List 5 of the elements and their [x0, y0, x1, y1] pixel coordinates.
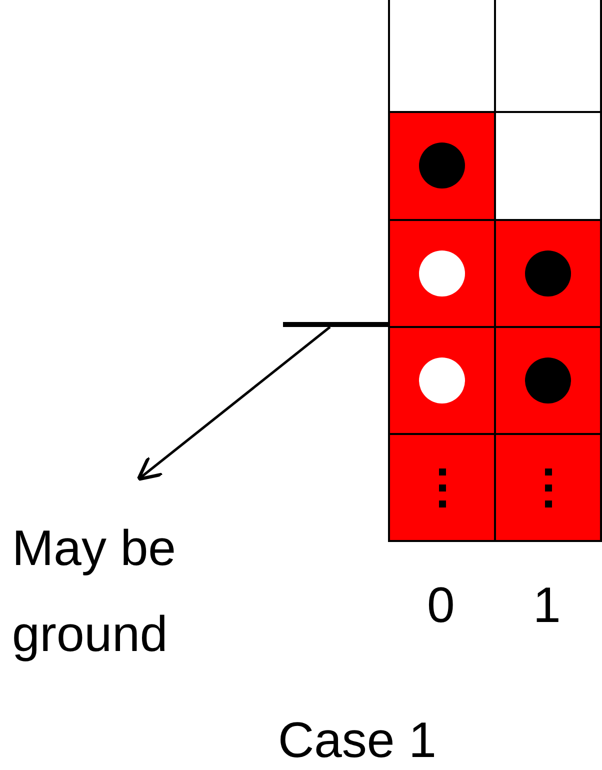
arrow — [136, 326, 331, 482]
column-label: 1 — [533, 577, 561, 633]
column-label: 0 — [427, 577, 455, 633]
note-text: May be ground — [12, 505, 252, 677]
caption: Case 1 — [278, 712, 436, 768]
